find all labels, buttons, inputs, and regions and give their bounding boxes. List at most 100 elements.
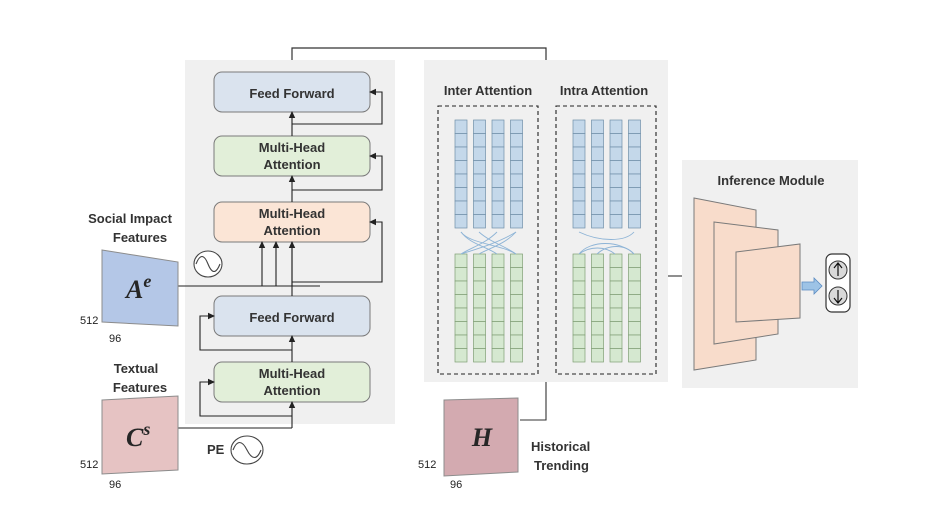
intra-query-cell bbox=[572, 160, 586, 175]
intra-key-cell bbox=[628, 253, 641, 268]
intra-query-cell bbox=[591, 173, 604, 188]
intra-key-cell bbox=[628, 294, 641, 309]
inter-key-cell bbox=[491, 294, 505, 309]
feed-forward-top-label: Feed Forward bbox=[249, 86, 334, 101]
intra-key-cell bbox=[628, 348, 641, 363]
intra-key-cell bbox=[591, 253, 604, 268]
inter-key-cell bbox=[510, 307, 523, 322]
inter-attention-box bbox=[437, 105, 539, 375]
intra-query-cell bbox=[572, 173, 586, 188]
inter-key-cell bbox=[454, 348, 468, 363]
textual-symbol: Cs bbox=[126, 419, 150, 452]
inter-key-cell bbox=[491, 253, 505, 268]
intra-key-cell bbox=[609, 348, 623, 363]
intra-key-cell bbox=[591, 307, 604, 322]
inter-key-cell bbox=[510, 334, 523, 349]
inter-key-cell bbox=[510, 294, 523, 309]
intra-query-cell bbox=[591, 133, 604, 148]
intra-query-cell bbox=[628, 214, 641, 229]
intra-query-cell bbox=[609, 187, 623, 202]
intra-query-cell bbox=[609, 214, 623, 229]
intra-key-cell bbox=[572, 307, 586, 322]
inter-query-cell bbox=[510, 146, 523, 161]
inter-query-cell bbox=[473, 133, 486, 148]
intra-query-cell bbox=[572, 200, 586, 215]
intra-query-cell bbox=[572, 214, 586, 229]
historical-title-line2: Trending bbox=[534, 458, 589, 473]
intra-query-cell bbox=[609, 173, 623, 188]
inter-query-cell bbox=[454, 146, 468, 161]
inter-key-cell bbox=[454, 280, 468, 295]
inter-query-cell bbox=[510, 119, 523, 134]
sine-wave-icon bbox=[193, 250, 223, 278]
inter-key-cell bbox=[473, 307, 486, 322]
inter-key-cell bbox=[473, 267, 486, 282]
mha-top-label-line2: Attention bbox=[263, 157, 320, 172]
textual-block bbox=[101, 395, 179, 475]
intra-query-cell bbox=[572, 146, 586, 161]
historical-title-line1: Historical bbox=[531, 439, 590, 454]
inter-key-cell bbox=[454, 321, 468, 336]
intra-key-cell bbox=[609, 253, 623, 268]
intra-key-cell bbox=[628, 334, 641, 349]
inter-key-cell bbox=[454, 307, 468, 322]
inference-title: Inference Module bbox=[718, 173, 825, 188]
inter-key-cell bbox=[510, 321, 523, 336]
intra-key-cell bbox=[572, 267, 586, 282]
intra-query-cell bbox=[591, 214, 604, 229]
inter-query-cell bbox=[510, 160, 523, 175]
intra-attention-label: Intra Attention bbox=[560, 83, 648, 98]
inter-key-cell bbox=[491, 321, 505, 336]
inter-key-cell bbox=[473, 321, 486, 336]
intra-key-cell bbox=[591, 294, 604, 309]
inter-query-cell bbox=[491, 119, 505, 134]
inter-query-cell bbox=[491, 214, 505, 229]
textual-title-line1: Textual bbox=[114, 361, 159, 376]
inter-query-cell bbox=[473, 160, 486, 175]
intra-key-cell bbox=[572, 321, 586, 336]
social-impact-height-dim: 512 bbox=[80, 315, 98, 327]
intra-query-cell bbox=[591, 160, 604, 175]
inter-query-cell bbox=[473, 146, 486, 161]
inter-query-cell bbox=[473, 187, 486, 202]
intra-query-cell bbox=[628, 146, 641, 161]
intra-query-cell bbox=[572, 133, 586, 148]
social-impact-title-line2: Features bbox=[113, 230, 167, 245]
social-impact-symbol: Ae bbox=[124, 271, 151, 304]
inter-query-cell bbox=[491, 173, 505, 188]
inter-query-cell bbox=[454, 119, 468, 134]
intra-query-cell bbox=[591, 187, 604, 202]
inter-key-cell bbox=[491, 280, 505, 295]
positional-encoding-wave-icon bbox=[230, 435, 264, 465]
intra-query-cell bbox=[591, 119, 604, 134]
social-impact-title-line1: Social Impact bbox=[88, 211, 172, 226]
intra-query-cell bbox=[628, 133, 641, 148]
inter-key-cell bbox=[473, 294, 486, 309]
inter-query-cell bbox=[473, 200, 486, 215]
inter-key-cell bbox=[473, 253, 486, 268]
intra-key-cell bbox=[628, 307, 641, 322]
inter-query-cell bbox=[510, 187, 523, 202]
inter-query-cell bbox=[510, 133, 523, 148]
intra-attention-links bbox=[578, 231, 635, 255]
inter-key-cell bbox=[454, 253, 468, 268]
intra-key-cell bbox=[609, 267, 623, 282]
inter-attention-label: Inter Attention bbox=[444, 83, 532, 98]
intra-attention-box bbox=[555, 105, 657, 375]
intra-key-cell bbox=[628, 267, 641, 282]
historical-block bbox=[443, 397, 519, 477]
intra-key-cell bbox=[591, 321, 604, 336]
inter-key-cell bbox=[510, 253, 523, 268]
intra-query-cell bbox=[591, 146, 604, 161]
intra-key-cell bbox=[628, 280, 641, 295]
intra-query-cell bbox=[609, 160, 623, 175]
historical-width-dim: 96 bbox=[450, 479, 462, 491]
intra-query-cell bbox=[628, 200, 641, 215]
intra-query-cell bbox=[591, 200, 604, 215]
inter-query-cell bbox=[473, 214, 486, 229]
inter-query-cell bbox=[491, 200, 505, 215]
inter-query-cell bbox=[510, 214, 523, 229]
mha-cross-label-line1: Multi-Head bbox=[259, 206, 326, 221]
historical-height-dim: 512 bbox=[418, 459, 436, 471]
